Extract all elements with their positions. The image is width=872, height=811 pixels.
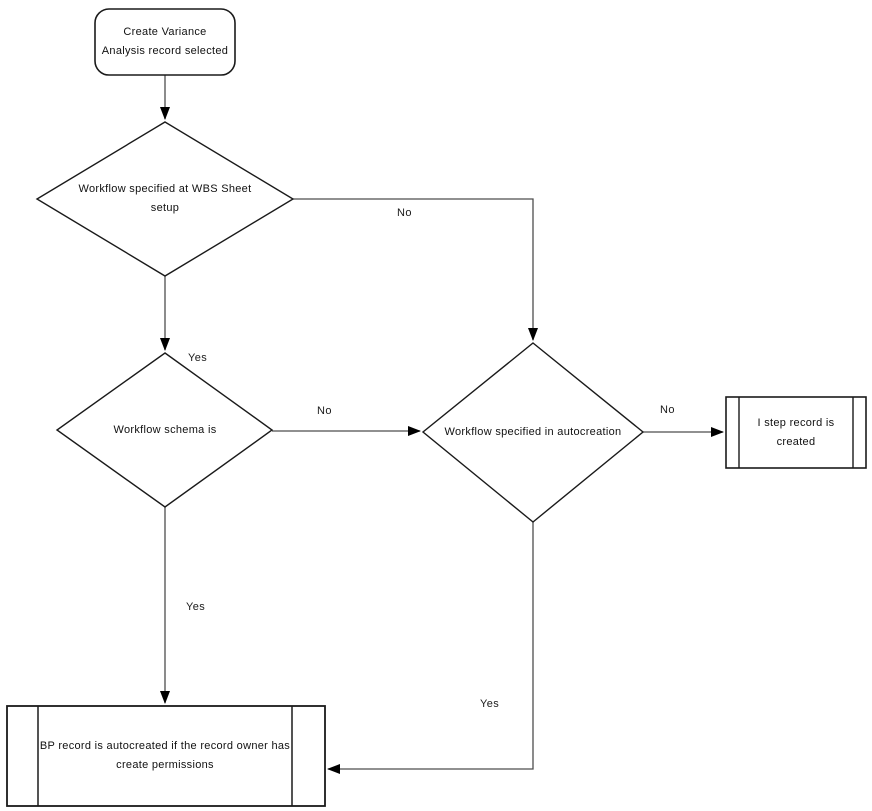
decision-autocreation-shape [421, 342, 645, 523]
decision-schema-shape [55, 352, 274, 508]
edge-wbs-no-to-autocreation [293, 198, 538, 341]
process-istep-shape [725, 396, 867, 469]
decision-wbs-shape [35, 121, 295, 277]
edge-autocreation-yes-to-bp [327, 522, 534, 774]
process-bp-shape [6, 705, 326, 807]
terminator-start-shape [94, 8, 236, 76]
